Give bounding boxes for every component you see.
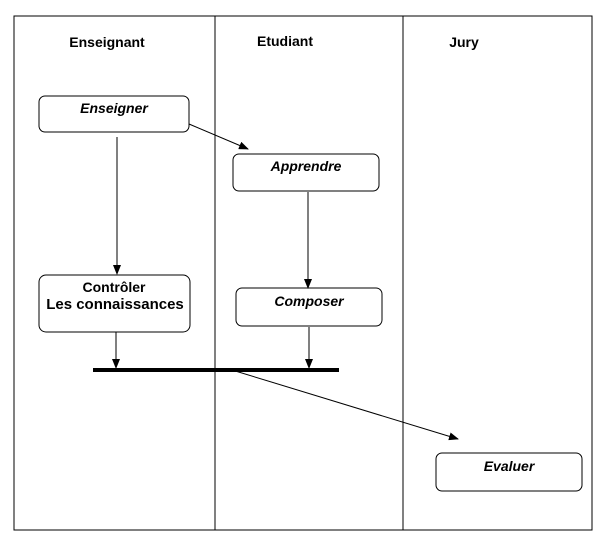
activity-controler — [38, 274, 191, 333]
arrow-enseigner-to-apprendre — [188, 123, 249, 150]
activity-composer-label: Composer — [274, 293, 345, 309]
lane-title-jury: Jury — [449, 34, 479, 50]
activity-apprendre-label: Apprendre — [270, 158, 342, 174]
activity-apprendre — [232, 153, 380, 192]
lane-title-etudiant: Etudiant — [257, 33, 313, 49]
activity-evaluer-label: Evaluer — [484, 458, 536, 474]
activity-controler-label-line1: Contrôler — [83, 279, 147, 295]
lane-title-enseignant: Enseignant — [69, 34, 145, 50]
activity-evaluer — [435, 452, 583, 492]
activity-controler-label-line2: Les connaissances — [46, 296, 184, 313]
activity-enseigner-label: Enseigner — [80, 100, 149, 116]
activity-enseigner — [38, 95, 190, 133]
arrow-join-to-evaluer — [231, 369, 459, 441]
join-bar — [93, 368, 339, 372]
swimlane-frame — [13, 15, 593, 531]
